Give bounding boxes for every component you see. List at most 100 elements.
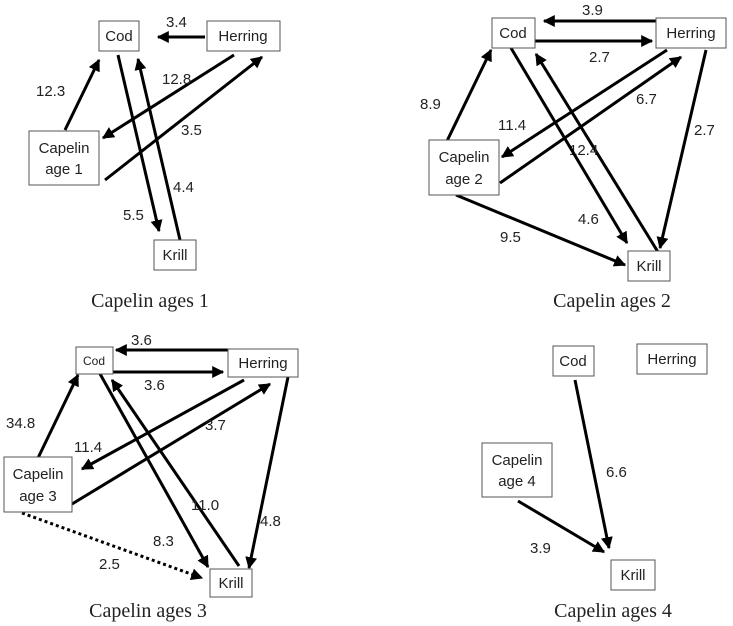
edge-krill-to-cod: 11.0 [110, 379, 241, 567]
edge-herring-to-capelin: 11.4 [498, 48, 668, 159]
node-label-line2: age 2 [445, 171, 483, 188]
panel-caption: Capelin ages 1 [91, 290, 209, 312]
edge-cod-to-krill: 5.5 [116, 54, 163, 233]
edge-weight: 4.8 [260, 513, 281, 530]
arrow-line [21, 511, 204, 580]
edge-capelin-to-krill: 2.5 [21, 511, 204, 580]
edge-weight: 34.8 [6, 415, 35, 432]
arrow-line [97, 371, 210, 569]
edge-weight: 4.6 [578, 211, 599, 228]
node-label: Herring [647, 351, 696, 368]
edge-weight: 8.9 [420, 96, 441, 113]
edge-weight: 3.9 [582, 2, 603, 19]
edge-cod-to-krill: 4.6 [509, 47, 629, 245]
arrow-line [445, 48, 493, 142]
arrow-line [80, 378, 245, 471]
node-herring: Herring [227, 348, 299, 378]
arrow-line [36, 373, 80, 459]
node-herring: Herring [206, 20, 281, 52]
edge-weight: 9.5 [500, 229, 521, 246]
panel-caption: Capelin ages 3 [89, 600, 207, 622]
edge-herring-to-capelin: 12.8 [101, 53, 235, 140]
edge-herring-to-krill: 4.8 [245, 376, 290, 570]
arrow-line [455, 193, 627, 267]
node-label-line2: age 4 [498, 473, 536, 490]
edge-capelin-to-cod: 8.9 [420, 48, 493, 142]
node-cod: Cod [491, 17, 536, 49]
node-capelin-age-3: Capelin age 3 [3, 456, 73, 513]
arrow-line [110, 379, 241, 567]
edge-capelin-to-krill: 3.9 [517, 499, 606, 557]
edge-weight: 2.5 [99, 556, 120, 573]
arrow-line [116, 54, 163, 233]
edge-weight: 2.7 [694, 122, 715, 139]
node-label: Krill [219, 575, 244, 592]
node-label-line1: Capelin [492, 452, 543, 469]
arrow-line [500, 48, 668, 159]
edge-cod-to-herring: 2.7 [534, 35, 654, 66]
edge-weight: 12.4 [569, 142, 598, 159]
arrow-line [509, 47, 629, 245]
arrow-line [104, 55, 263, 182]
edge-krill-to-cod: 12.4 [534, 52, 660, 253]
node-label-line1: Capelin [13, 466, 64, 483]
node-label: Cod [559, 353, 587, 370]
arrow-line [101, 53, 235, 140]
panel-capelin-age-3: 3.6 3.6 34.8 11.4 3.7 11.0 4.8 8.3 [3, 332, 299, 622]
edge-weight: 6.7 [636, 91, 657, 108]
node-capelin-age-4: Capelin age 4 [481, 442, 553, 498]
node-label-line2: age 3 [19, 488, 57, 505]
node-krill: Krill [610, 559, 656, 591]
node-cod: Cod [98, 20, 140, 52]
edge-herring-to-cod: 3.9 [542, 2, 656, 27]
edge-krill-to-cod: 4.4 [134, 57, 194, 241]
edge-weight: 6.6 [606, 464, 627, 481]
node-cod: Cod [75, 346, 114, 375]
node-krill: Krill [627, 250, 671, 282]
arrow-line [534, 52, 660, 253]
node-label: Cod [105, 28, 133, 45]
edge-weight: 3.5 [181, 122, 202, 139]
panel-capelin-age-2: 3.9 2.7 8.9 6.7 11.4 12.4 2.7 4.6 [420, 2, 727, 312]
node-label-line2: age 1 [45, 161, 83, 178]
edge-weight: 12.8 [162, 71, 191, 88]
edge-capelin-to-herring: 6.7 [499, 55, 682, 185]
edge-herring-to-krill: 2.7 [656, 49, 715, 250]
arrow-line [63, 58, 101, 131]
arrow-line [71, 382, 272, 506]
edge-weight: 3.4 [166, 14, 187, 31]
edge-herring-to-cod: 3.4 [156, 14, 205, 43]
edge-herring-to-capelin: 11.4 [74, 378, 245, 471]
node-herring: Herring [636, 343, 708, 375]
panel-capelin-age-4: 6.6 3.9 Cod Herring Capelin age 4 Krill … [481, 343, 708, 622]
panel-capelin-age-1: 3.4 12.3 12.8 3.5 4.4 5.5 Cod Herring [28, 14, 281, 312]
arrow-line [517, 499, 606, 554]
node-label: Krill [637, 258, 662, 275]
arrow-line [573, 379, 613, 550]
node-capelin-age-1: Capelin age 1 [28, 130, 100, 186]
edge-cod-to-krill: 6.6 [573, 379, 627, 550]
edge-weight: 3.6 [144, 377, 165, 394]
edge-weight: 11.0 [191, 497, 219, 514]
edge-capelin-to-krill: 9.5 [455, 193, 627, 267]
edge-cod-to-herring: 3.6 [111, 366, 225, 394]
node-label: Herring [218, 28, 267, 45]
edge-capelin-to-herring: 3.7 [71, 382, 272, 506]
node-label: Herring [666, 25, 715, 42]
panel-caption: Capelin ages 2 [553, 290, 671, 312]
node-cod: Cod [552, 345, 595, 377]
arrow-line [499, 55, 682, 185]
node-label: Krill [163, 247, 188, 264]
node-label: Cod [499, 25, 527, 42]
edge-weight: 4.4 [173, 179, 194, 196]
edge-herring-to-cod: 3.6 [114, 332, 228, 356]
edge-weight: 12.3 [36, 83, 65, 100]
edge-weight: 11.4 [498, 117, 526, 134]
edge-weight: 5.5 [123, 207, 144, 224]
edge-weight: 3.7 [205, 417, 226, 434]
edge-cod-to-krill: 8.3 [97, 371, 210, 569]
node-label-line1: Capelin [39, 140, 90, 157]
node-krill: Krill [209, 568, 253, 598]
node-capelin-age-2: Capelin age 2 [428, 139, 500, 196]
